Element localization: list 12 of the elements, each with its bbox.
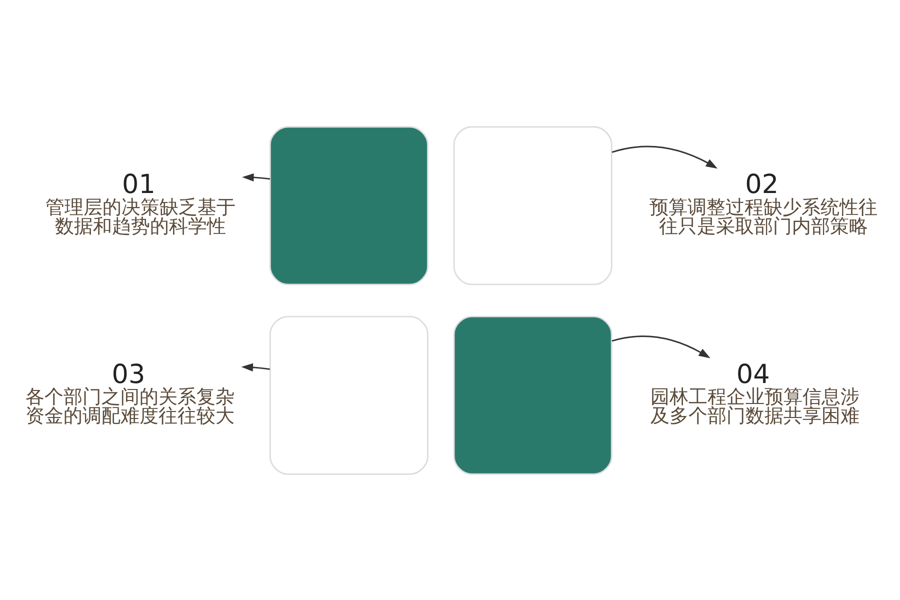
arrow bbox=[612, 335, 710, 358]
node-box bbox=[269, 126, 428, 285]
node-text: 03 各个部门之间的关系复杂资金的调配难度往往较大 bbox=[26, 359, 235, 427]
node-box bbox=[269, 315, 428, 474]
node-box bbox=[453, 315, 612, 474]
node-text: 04 园林工程企业预算信息涉及多个部门数据共享困难 bbox=[650, 359, 860, 427]
arrow bbox=[612, 145, 718, 168]
node-text: 02 预算调整过程缺少系统性往往只是采取部门内部策略 bbox=[650, 170, 878, 237]
node-box bbox=[453, 126, 612, 285]
arrow bbox=[241, 362, 270, 371]
arrow bbox=[242, 172, 270, 182]
node-text: 01 管理层的决策缺乏基于数据和趋势的科学性 bbox=[45, 170, 236, 237]
